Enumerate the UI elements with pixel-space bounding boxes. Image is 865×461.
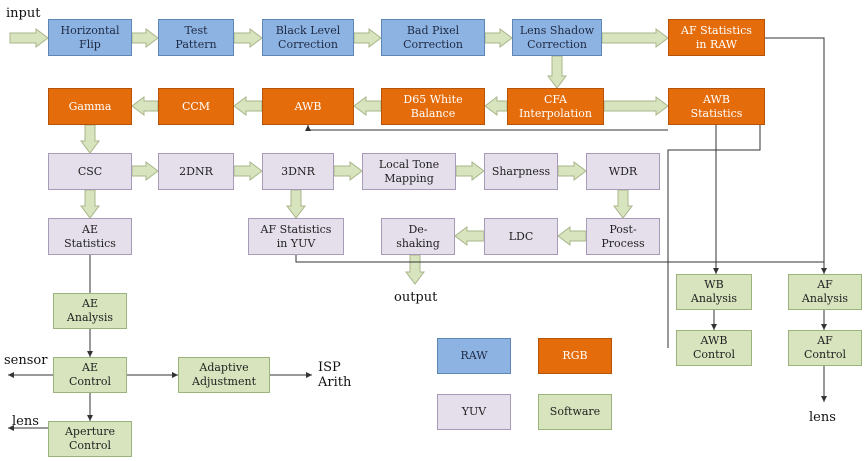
control-arrowhead-51 bbox=[8, 425, 14, 431]
legend-yuv: YUV bbox=[437, 394, 511, 430]
flow-arrow-19 bbox=[613, 189, 633, 219]
label-lens-left: lens bbox=[12, 414, 39, 429]
label-input: input bbox=[6, 6, 41, 21]
flow-arrow-14 bbox=[131, 161, 159, 181]
control-arrowhead-38 bbox=[821, 396, 827, 402]
legend-rgb: RGB bbox=[538, 338, 612, 374]
flow-arrow-17 bbox=[455, 161, 485, 181]
control-line-29 bbox=[295, 255, 824, 263]
block-bad-pixel-correction: Bad Pixel Correction bbox=[381, 19, 485, 56]
control-line-25 bbox=[765, 37, 825, 274]
block-ae-control: AE Control bbox=[53, 357, 127, 393]
block-wb-analysis: WB Analysis bbox=[676, 274, 752, 310]
control-arrowhead-28 bbox=[713, 268, 719, 274]
flow-arrow-9 bbox=[484, 96, 508, 116]
flow-arrow-24 bbox=[286, 189, 306, 219]
flow-arrow-13 bbox=[80, 124, 100, 154]
block-adaptive-adjustment: Adaptive Adjustment bbox=[178, 357, 270, 393]
block-sharpness: Sharpness bbox=[484, 153, 558, 190]
legend-raw: RAW bbox=[437, 338, 511, 374]
flow-arrow-23 bbox=[80, 189, 100, 219]
block-awb-statistics: AWB Statistics bbox=[668, 88, 765, 125]
control-arrowhead-36 bbox=[821, 324, 827, 330]
block-gamma: Gamma bbox=[48, 88, 132, 125]
label-isp-arith: ISP Arith bbox=[318, 360, 352, 390]
block-cfa-interpolation: CFA Interpolation bbox=[507, 88, 604, 125]
block-af-control: AF Control bbox=[788, 330, 862, 366]
control-arrowhead-49 bbox=[87, 415, 93, 421]
block-af-analysis: AF Analysis bbox=[788, 274, 862, 310]
block-awb: AWB bbox=[262, 88, 354, 125]
block-horizontal-flip: Horizontal Flip bbox=[48, 19, 132, 56]
flow-arrow-10 bbox=[353, 96, 382, 116]
block-black-level-correction: Black Level Correction bbox=[262, 19, 354, 56]
block-deshaking: De- shaking bbox=[381, 218, 455, 255]
flow-arrow-20 bbox=[557, 226, 587, 246]
flow-arrow-8 bbox=[603, 96, 669, 116]
block-ldc: LDC bbox=[484, 218, 558, 255]
control-line-33 bbox=[307, 125, 668, 131]
legend-software: Software bbox=[538, 394, 612, 430]
block-ccm: CCM bbox=[158, 88, 234, 125]
block-d65-white-balance: D65 White Balance bbox=[381, 88, 485, 125]
label-lens-right: lens bbox=[809, 410, 836, 425]
block-2dnr: 2DNR bbox=[158, 153, 234, 190]
block-3dnr: 3DNR bbox=[262, 153, 334, 190]
label-sensor: sensor bbox=[4, 353, 48, 368]
block-ae-analysis: AE Analysis bbox=[53, 293, 127, 329]
flow-arrow-21 bbox=[454, 226, 485, 246]
flow-arrow-2 bbox=[131, 28, 159, 48]
block-lens-shadow-correction: Lens Shadow Correction bbox=[512, 19, 602, 56]
control-arrowhead-45 bbox=[172, 372, 178, 378]
control-arrowhead-34 bbox=[305, 125, 311, 131]
control-arrowhead-41 bbox=[87, 351, 93, 357]
block-wdr: WDR bbox=[586, 153, 660, 190]
block-local-tone-mapping: Local Tone Mapping bbox=[362, 153, 456, 190]
flow-arrow-6 bbox=[601, 28, 669, 48]
flow-arrow-16 bbox=[333, 161, 363, 181]
flow-arrow-15 bbox=[233, 161, 263, 181]
label-output: output bbox=[394, 290, 438, 305]
block-csc: CSC bbox=[48, 153, 132, 190]
control-arrowhead-26 bbox=[821, 268, 827, 274]
flow-arrow-3 bbox=[233, 28, 263, 48]
block-af-statistics-raw: AF Statistics in RAW bbox=[668, 19, 765, 56]
control-arrowhead-43 bbox=[8, 372, 14, 378]
flow-arrow-1 bbox=[9, 28, 49, 48]
flow-arrow-7 bbox=[547, 55, 567, 89]
flow-arrow-4 bbox=[353, 28, 382, 48]
block-post-process: Post- Process bbox=[586, 218, 660, 255]
control-arrowhead-47 bbox=[306, 372, 312, 378]
flow-arrow-5 bbox=[484, 28, 513, 48]
block-test-pattern: Test Pattern bbox=[158, 19, 234, 56]
flow-arrow-12 bbox=[131, 96, 159, 116]
block-af-statistics-yuv: AF Statistics in YUV bbox=[248, 218, 344, 255]
flow-arrow-11 bbox=[233, 96, 263, 116]
control-arrowhead-31 bbox=[711, 324, 717, 330]
flow-arrow-18 bbox=[557, 161, 587, 181]
control-line-32 bbox=[667, 125, 761, 348]
block-ae-statistics: AE Statistics bbox=[48, 218, 132, 255]
block-aperture-control: Aperture Control bbox=[48, 421, 132, 457]
block-awb-control: AWB Control bbox=[676, 330, 752, 366]
flow-arrow-22 bbox=[405, 254, 425, 285]
